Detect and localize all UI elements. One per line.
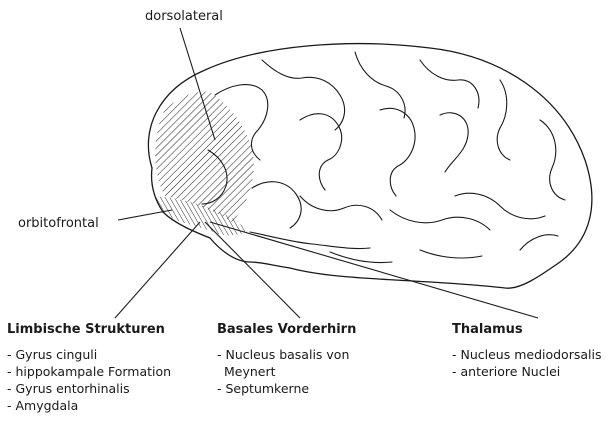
list-item: - hippokampale Formation: [7, 363, 171, 380]
list-item: - Gyrus entorhinalis: [7, 380, 171, 397]
label-orbitofrontal: orbitofrontal: [18, 216, 99, 232]
leader-orbitofrontal: [118, 210, 172, 220]
group-limbic-title: Limbische Strukturen: [7, 322, 171, 338]
list-item: - Septumkerne: [217, 380, 356, 397]
group-basal-forebrain: Basales Vorderhirn - Nucleus basalis von…: [217, 322, 356, 397]
list-item: - anteriore Nuclei: [452, 363, 601, 380]
list-item: - Gyrus cinguli: [7, 346, 171, 363]
list-item: - Amygdala: [7, 397, 171, 414]
label-dorsolateral: dorsolateral: [145, 9, 223, 25]
list-item: - Nucleus mediodorsalis: [452, 346, 601, 363]
leader-limbic: [115, 222, 200, 318]
group-limbic: Limbische Strukturen - Gyrus cinguli - h…: [7, 322, 171, 414]
list-item: Meynert: [217, 363, 356, 380]
group-thalamus-title: Thalamus: [452, 322, 601, 338]
group-basal-title: Basales Vorderhirn: [217, 322, 356, 338]
list-item: - Nucleus basalis von: [217, 346, 356, 363]
group-thalamus: Thalamus - Nucleus mediodorsalis - anter…: [452, 322, 601, 380]
